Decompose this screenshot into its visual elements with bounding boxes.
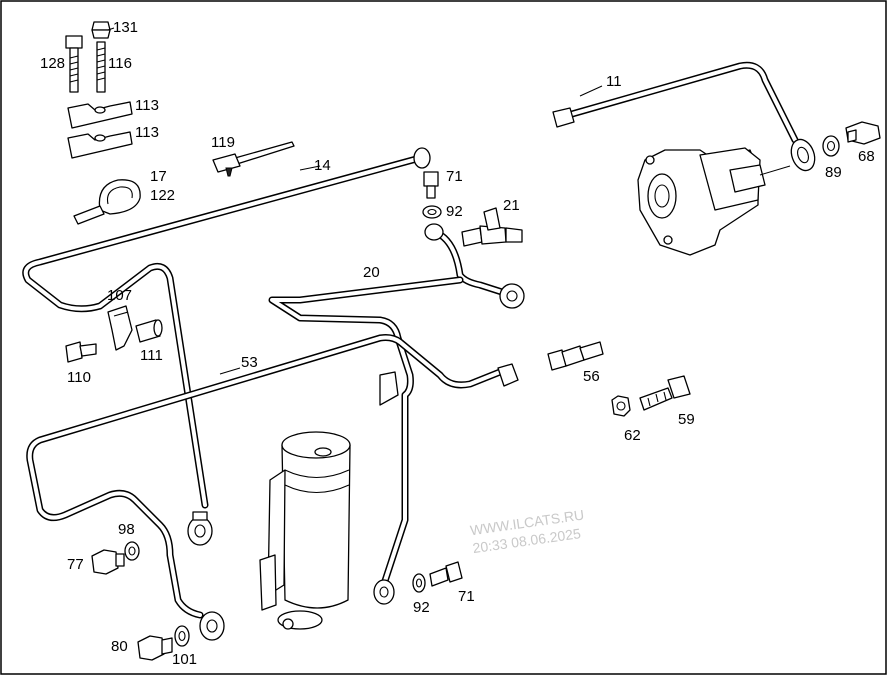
label-92-upper[interactable]: 92 bbox=[446, 203, 463, 220]
label-17[interactable]: 17 bbox=[150, 168, 167, 185]
pump-assembly[interactable] bbox=[637, 147, 791, 256]
banjo-bolt-68[interactable] bbox=[845, 121, 881, 145]
washer-98[interactable] bbox=[124, 541, 140, 561]
label-92-lower[interactable]: 92 bbox=[413, 599, 430, 616]
label-14[interactable]: 14 bbox=[314, 157, 331, 174]
label-116[interactable]: 116 bbox=[108, 55, 132, 72]
label-113-lower[interactable]: 113 bbox=[135, 124, 159, 141]
label-71-upper[interactable]: 71 bbox=[446, 168, 463, 185]
label-80[interactable]: 80 bbox=[111, 638, 128, 655]
label-62[interactable]: 62 bbox=[624, 427, 641, 444]
bolt-128[interactable] bbox=[65, 35, 83, 93]
banjo-bolt-80[interactable] bbox=[137, 635, 173, 661]
adapter-56[interactable] bbox=[547, 341, 604, 371]
stud-116[interactable] bbox=[96, 41, 106, 93]
label-128[interactable]: 128 bbox=[40, 55, 65, 72]
label-111[interactable]: 111 bbox=[140, 347, 163, 364]
label-113-upper[interactable]: 113 bbox=[135, 97, 159, 114]
label-20[interactable]: 20 bbox=[363, 264, 380, 281]
label-77[interactable]: 77 bbox=[67, 556, 84, 573]
banjo-bolt-71-lower[interactable] bbox=[429, 561, 463, 587]
pipe-53[interactable] bbox=[26, 334, 519, 641]
watermark: WWW.ILCATS.RU 20:33 08.06.2025 bbox=[469, 506, 585, 556]
label-89[interactable]: 89 bbox=[825, 164, 842, 181]
banjo-bolt-71-upper[interactable] bbox=[423, 171, 439, 199]
clamp-17[interactable] bbox=[73, 179, 141, 225]
banjo-bolt-77[interactable] bbox=[91, 549, 125, 575]
sleeve-111[interactable] bbox=[135, 319, 163, 343]
label-59[interactable]: 59 bbox=[678, 411, 695, 428]
label-68[interactable]: 68 bbox=[858, 148, 875, 165]
label-71-lower[interactable]: 71 bbox=[458, 588, 475, 605]
label-11[interactable]: 11 bbox=[606, 73, 622, 90]
label-21[interactable]: 21 bbox=[503, 197, 520, 214]
tee-connector-21[interactable] bbox=[461, 207, 523, 247]
clamp-113-lower[interactable] bbox=[67, 131, 133, 159]
label-122[interactable]: 122 bbox=[150, 187, 175, 204]
leader-lines bbox=[107, 27, 603, 375]
label-131[interactable]: 131 bbox=[113, 19, 138, 36]
pipe-11[interactable] bbox=[552, 61, 819, 174]
label-56[interactable]: 56 bbox=[583, 368, 600, 385]
bolt-110[interactable] bbox=[65, 341, 97, 363]
clip-107[interactable] bbox=[107, 305, 133, 351]
label-101[interactable]: 101 bbox=[172, 651, 197, 668]
label-98[interactable]: 98 bbox=[118, 521, 135, 538]
pipe-14[interactable] bbox=[22, 147, 431, 546]
cable-tie-119[interactable] bbox=[212, 141, 295, 177]
fitting-59[interactable] bbox=[639, 375, 691, 411]
nut-131[interactable] bbox=[91, 21, 111, 39]
washer-89[interactable] bbox=[822, 135, 840, 157]
label-110[interactable]: 110 bbox=[67, 369, 91, 386]
washer-101[interactable] bbox=[174, 625, 190, 647]
nut-62[interactable] bbox=[611, 395, 631, 417]
label-119[interactable]: 119 bbox=[211, 134, 235, 151]
washer-92-upper[interactable] bbox=[422, 205, 442, 219]
label-53[interactable]: 53 bbox=[241, 354, 258, 371]
fuel-filter[interactable] bbox=[259, 431, 351, 630]
label-107[interactable]: 107 bbox=[107, 287, 132, 304]
part-labels: 131 128 116 113 113 119 14 17 122 11 71 … bbox=[40, 19, 875, 668]
clamp-113-upper[interactable] bbox=[67, 101, 133, 129]
washer-92-lower[interactable] bbox=[412, 573, 426, 593]
